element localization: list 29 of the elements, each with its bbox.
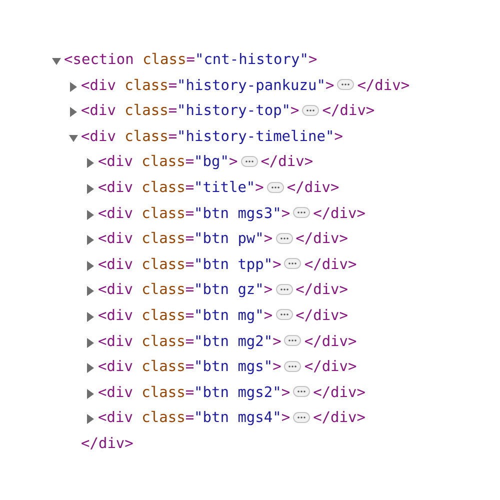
closing-tag: </div> <box>357 78 410 94</box>
closing-tag: </div> <box>304 359 357 376</box>
opening-tag: <section class="cnt-history"> <box>64 52 318 68</box>
opening-tag: <div class="btn tpp"> <box>98 256 282 273</box>
closing-tag: </div> <box>304 334 357 350</box>
closing-tag: </div> <box>296 308 348 324</box>
closing-tag: </div> <box>322 103 375 120</box>
closing-tag: </div> <box>313 384 366 401</box>
closing-tag: </div> <box>296 231 348 248</box>
closing-tag: </div> <box>313 206 366 222</box>
closing-tag: </div> <box>304 256 357 273</box>
closing-tag: </div> <box>313 410 366 426</box>
opening-tag: <div class="history-pankuzu"> <box>81 78 334 94</box>
opening-tag: <div class="btn pw"> <box>98 231 273 248</box>
opening-tag: <div class="history-timeline"> <box>81 128 343 145</box>
opening-tag: <div class="btn mgs2"> <box>98 384 290 401</box>
opening-tag: <div class="btn mgs4"> <box>98 410 290 426</box>
opening-tag: <div class="btn mgs3"> <box>98 206 290 222</box>
closing-tag: </div> <box>286 180 340 196</box>
opening-tag: <div class="btn mgs"> <box>98 359 282 376</box>
closing-tag: </div> <box>81 436 134 452</box>
opening-tag: <div class="btn gz"> <box>98 282 273 298</box>
opening-tag: <div class="title"> <box>98 180 264 196</box>
opening-tag: <div class="btn mg"> <box>98 308 273 324</box>
closing-tag: </div> <box>260 154 314 170</box>
opening-tag: <div class="btn mg2"> <box>98 334 282 350</box>
closing-tag: </div> <box>296 282 348 298</box>
opening-tag: <div class="bg"> <box>98 154 238 170</box>
opening-tag: <div class="history-top"> <box>81 103 300 120</box>
